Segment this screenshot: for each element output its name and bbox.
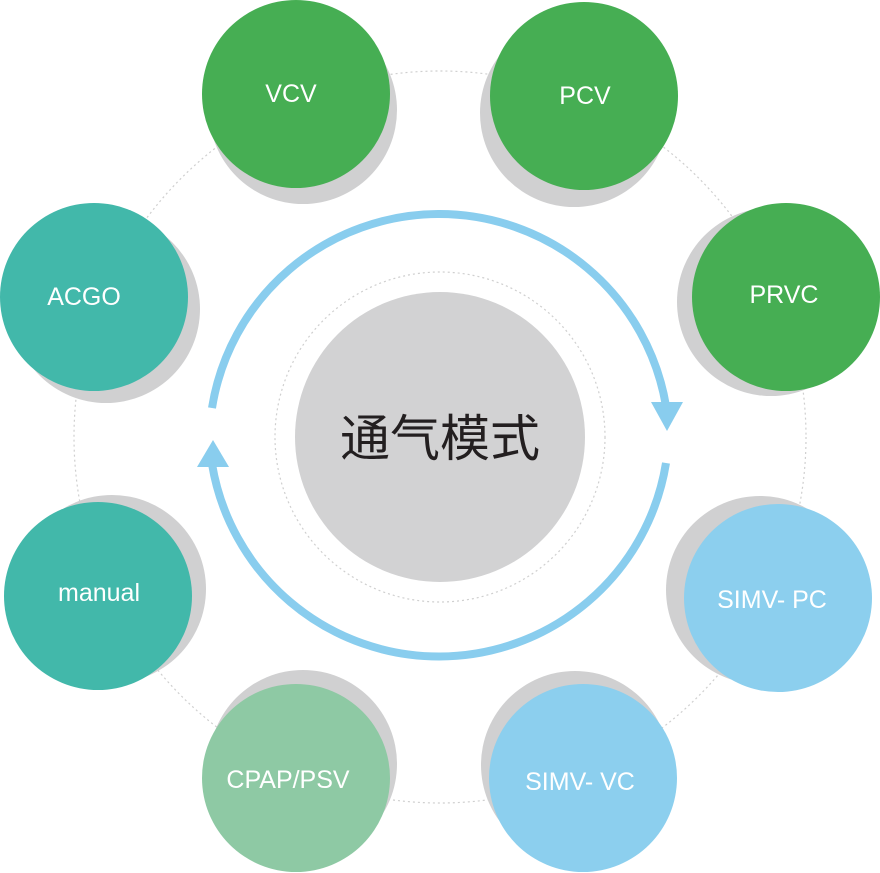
mode-node-label: SIMV- PC xyxy=(717,586,827,614)
mode-node-label: manual xyxy=(58,579,140,607)
mode-node-circle xyxy=(490,2,678,190)
mode-node-label: VCV xyxy=(265,80,317,108)
mode-node-simv-pc: SIMV- PC xyxy=(666,496,872,692)
mode-node-simv-vc: SIMV- VC xyxy=(481,671,677,872)
cycle-arrow-bottom-head xyxy=(197,440,229,467)
mode-node-circle xyxy=(202,684,390,872)
mode-node-circle xyxy=(4,502,192,690)
mode-node-label: SIMV- VC xyxy=(525,768,635,796)
mode-node-circle xyxy=(684,504,872,692)
cycle-arrow-top xyxy=(208,210,670,409)
mode-node-circle xyxy=(489,684,677,872)
mode-node-circle xyxy=(692,203,880,391)
center-circle xyxy=(295,292,585,582)
inner-dotted-ring xyxy=(274,271,606,603)
mode-node-pcv: PCV xyxy=(480,2,678,207)
center-label: 通气模式 xyxy=(340,410,540,468)
mode-node-manual: manual xyxy=(4,495,206,690)
mode-node-label: PRVC xyxy=(749,281,818,309)
mode-node-prvc: PRVC xyxy=(677,203,880,396)
cycle-arrow-bottom xyxy=(208,462,670,661)
mode-node-circle xyxy=(202,0,390,188)
outer-dotted-ring xyxy=(73,70,807,804)
mode-node-vcv: VCV xyxy=(202,0,397,204)
cycle-arrow-top-head xyxy=(651,402,683,431)
mode-node-label: ACGO xyxy=(47,283,121,311)
mode-node-acgo: ACGO xyxy=(0,203,200,403)
mode-node-label: PCV xyxy=(559,82,611,110)
mode-node-cpap-psv: CPAP/PSV xyxy=(202,670,397,872)
mode-node-label: CPAP/PSV xyxy=(226,766,350,794)
mode-node-circle xyxy=(0,203,188,391)
